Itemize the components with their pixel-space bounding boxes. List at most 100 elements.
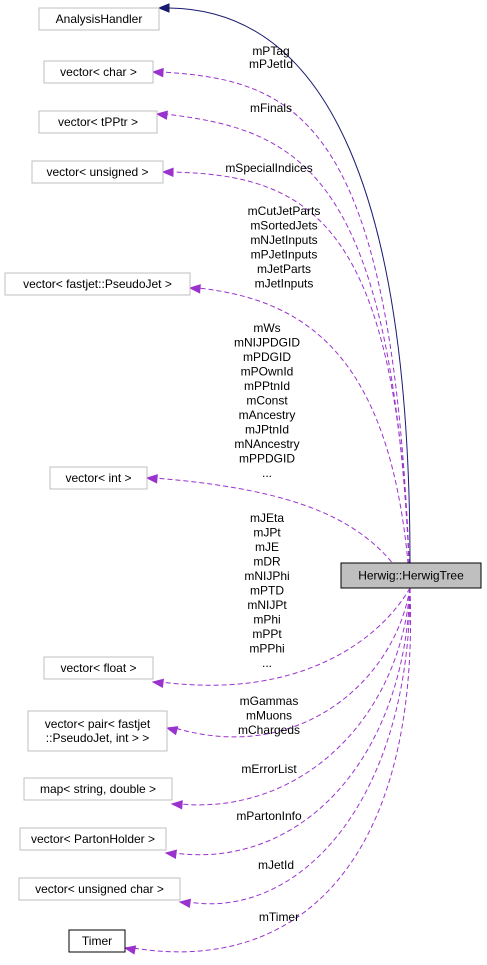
member-variable-label: mPTD [250,584,284,598]
member-edge [160,71,411,589]
member-variable-label: mChargeds [238,723,300,737]
member-edge [132,587,412,953]
member-edge [174,587,411,738]
member-type-label: vector< unsigned > [46,165,148,179]
member-type-node-box [31,160,164,184]
member-type-label: vector< char > [60,65,137,79]
member-variable-label: mNIJPDGID [234,336,300,350]
member-type-label: Timer [82,934,112,948]
member-type-label: vector< unsigned char > [35,882,164,896]
nodes-layer: AnalysisHandlerHerwig::HerwigTreevector<… [4,7,482,953]
member-edge [173,587,411,856]
member-type-node-box [19,827,167,851]
member-type-label: vector< fastjet::PseudoJet > [23,277,172,291]
member-variable-label: ... [262,466,272,480]
member-variable-label: mPJetId [249,57,293,71]
member-variable-label: mTimer [259,910,299,924]
member-edge [160,587,411,686]
member-variable-label: mNAncestry [234,437,299,451]
member-variable-label: mNIJPt [247,598,287,612]
member-edge-arrow [178,898,192,909]
focus-class-node[interactable]: Herwig::HerwigTree [340,562,482,589]
member-variable-label: mNIJPhi [244,569,289,583]
member-type-label: vector< tPPtr > [58,115,138,129]
member-edge-arrow [123,945,137,955]
member-type-node[interactable]: vector< PartonHolder > [19,827,167,851]
member-variable-label: mConst [246,394,288,408]
member-edge [179,587,411,806]
member-edge-arrow [155,110,168,120]
member-variable-label: mPartonInfo [236,809,302,823]
member-edge-arrow [151,67,164,78]
base-class-label: AnalysisHandler [56,12,143,26]
focus-class-node-box [340,562,482,589]
member-type-label: vector< PartonHolder > [31,832,155,846]
member-variable-label: mPJetInputs [251,248,318,262]
member-type-label: vector< pair< fastjet [45,717,151,731]
member-variable-label: mNJetInputs [250,233,317,247]
base-class-node[interactable]: AnalysisHandler [38,7,160,31]
member-variable-label: mGammas [240,694,299,708]
member-variable-label: mMuons [246,709,292,723]
member-variable-label: mJetInputs [255,277,314,291]
member-edge-arrow [164,849,177,859]
member-edge [170,171,411,589]
member-variable-label: mJEta [250,511,284,525]
focus-class-label: Herwig::HerwigTree [358,569,464,583]
member-variable-label: mPOwnId [241,365,294,379]
member-type-node-box [38,110,158,134]
member-variable-label: mPPDGID [239,452,295,466]
member-edge-arrow [151,678,165,689]
member-type-node[interactable]: vector< float > [43,656,154,680]
member-type-label: ::PseudoJet, int > > [46,731,149,745]
member-type-node[interactable]: vector< char > [43,60,154,84]
member-variable-label: mPPhi [249,642,284,656]
member-variable-label: mJetId [258,858,294,872]
member-edge [197,287,411,589]
member-variable-label: mFinals [250,101,292,115]
member-variable-label: mSortedJets [250,219,317,233]
member-type-node-box [23,777,173,801]
member-variable-label: mDR [253,555,281,569]
member-variable-label: mPDGID [243,350,291,364]
member-variable-label: mCutJetParts [248,204,321,218]
member-type-label: map< string, double > [40,782,156,796]
member-type-node[interactable]: Timer [68,929,126,953]
member-variable-label: mPPtnId [244,379,290,393]
labels-layer: mPTagmPJetIdmFinalsmSpecialIndicesmCutJe… [225,44,320,924]
member-type-node[interactable]: map< string, double > [23,777,173,801]
member-edge-arrow [170,800,183,810]
member-variable-label: mPhi [253,613,280,627]
inheritance-edge [168,7,411,564]
member-variable-label: ... [262,656,272,670]
member-edge-arrow [161,167,174,177]
member-type-label: vector< float > [60,661,136,675]
member-variable-label: mErrorList [241,762,297,776]
member-variable-label: mWs [253,321,280,335]
member-type-node-box [43,656,154,680]
member-variable-label: mPPt [252,627,282,641]
member-variable-label: mAncestry [239,408,296,422]
member-type-node-box [4,272,191,296]
member-type-node[interactable]: vector< fastjet::PseudoJet > [4,272,191,296]
member-variable-label: mJE [255,540,279,554]
base-class-node-box [38,7,160,31]
member-type-node[interactable]: vector< unsigned char > [18,877,181,901]
member-variable-label: mSpecialIndices [225,161,312,175]
member-variable-label: mJetParts [257,262,311,276]
member-type-node[interactable]: vector< tPPtr > [38,110,158,134]
inheritance-edge-arrow [157,3,170,13]
member-type-node[interactable]: vector< int > [49,466,148,490]
member-edge-arrow [145,474,158,484]
member-type-node-box [43,60,154,84]
member-type-node[interactable]: vector< pair< fastjet::PseudoJet, int > … [27,710,168,752]
member-edge-arrow [165,726,179,736]
member-type-node-box [49,466,148,490]
member-edge [154,477,411,589]
member-variable-label: mJPt [253,526,281,540]
member-edge-arrow [188,284,201,294]
member-type-node[interactable]: vector< unsigned > [31,160,164,184]
member-type-node-box [18,877,181,901]
edges-layer [123,3,412,955]
